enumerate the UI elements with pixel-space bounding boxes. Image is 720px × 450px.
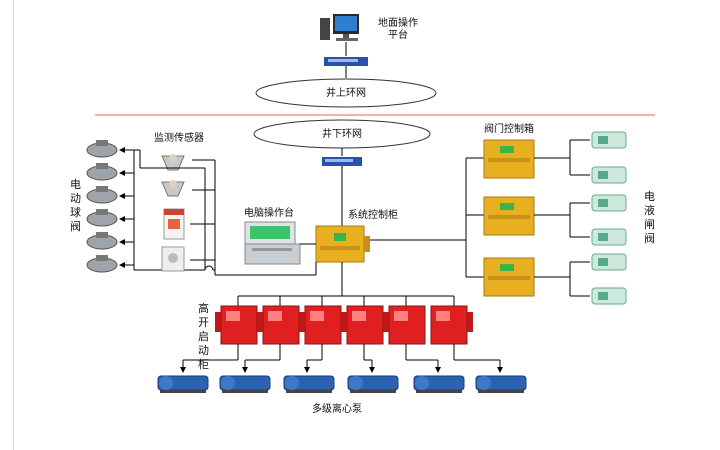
- ball-valve-icon: [86, 255, 118, 273]
- label-monitor-sensor: 监测传感器: [154, 133, 204, 144]
- ball-valve-bus: [133, 149, 205, 270]
- gate-valve-icon: [591, 253, 627, 271]
- gate-valve-branches: [534, 139, 590, 297]
- gate-valve-icon: [591, 166, 627, 184]
- label-system-control-cabinet: 系统控制柜: [348, 210, 398, 221]
- sensor-icon: [161, 180, 185, 197]
- label-electro-hydraulic-gate-valve: 电液闸阀: [644, 190, 655, 245]
- upper-network-switch-icon: [324, 57, 368, 66]
- left-border-line: [13, 0, 14, 450]
- upper-ring-network: [255, 78, 437, 108]
- label-computer-console: 电脑操作台: [244, 208, 294, 219]
- gate-valve-icon: [591, 228, 627, 246]
- label-electric-ball-valve: 电动球阀: [70, 178, 81, 233]
- pump-icon: [475, 375, 527, 393]
- valve-control-box-icon: [483, 139, 535, 179]
- pump-icon: [219, 375, 271, 393]
- label-multistage-pump: 多级离心泵: [312, 404, 362, 415]
- ball-valve-icon: [86, 163, 118, 181]
- sensor-icon: [161, 154, 185, 171]
- pump-icon: [283, 375, 335, 393]
- label-upper-ring: 井上环网: [326, 88, 366, 99]
- label-lower-ring: 井下环网: [322, 129, 362, 140]
- valve-control-box-icon: [483, 257, 535, 297]
- pump-icon: [157, 375, 209, 393]
- ball-valve-icon: [86, 186, 118, 204]
- sensor-icon: [161, 246, 185, 272]
- hv-start-cabinet-icon: [341, 296, 384, 373]
- sensor-icon: [163, 208, 185, 240]
- hv-start-cabinet-icon: [242, 296, 300, 373]
- lower-network-switch-icon: [322, 157, 362, 166]
- pump-icon: [413, 375, 465, 393]
- ball-valve-icon: [86, 209, 118, 227]
- hv-start-cabinet-icon: [383, 296, 441, 373]
- hv-start-cabinet-icon: [299, 296, 342, 373]
- label-surface-platform: 地面操作平台: [378, 18, 418, 41]
- label-valve-control-box: 阀门控制箱: [484, 124, 534, 135]
- hv-start-cabinet-icon: [430, 296, 503, 373]
- computer-console-icon: [244, 221, 301, 265]
- hv-start-cabinet-icon: [180, 296, 258, 373]
- ball-valve-icon: [86, 232, 118, 250]
- valve-control-box-icon: [483, 196, 535, 236]
- gate-valve-icon: [591, 287, 627, 305]
- gate-valve-icon: [591, 194, 627, 212]
- pump-icon: [347, 375, 399, 393]
- surface-computer-icon: [320, 14, 359, 41]
- gate-valve-icon: [591, 131, 627, 149]
- ball-valve-icon: [86, 140, 118, 158]
- system-control-cabinet-icon: [315, 225, 370, 263]
- label-hv-start-cabinet: 高开启动柜: [198, 302, 209, 371]
